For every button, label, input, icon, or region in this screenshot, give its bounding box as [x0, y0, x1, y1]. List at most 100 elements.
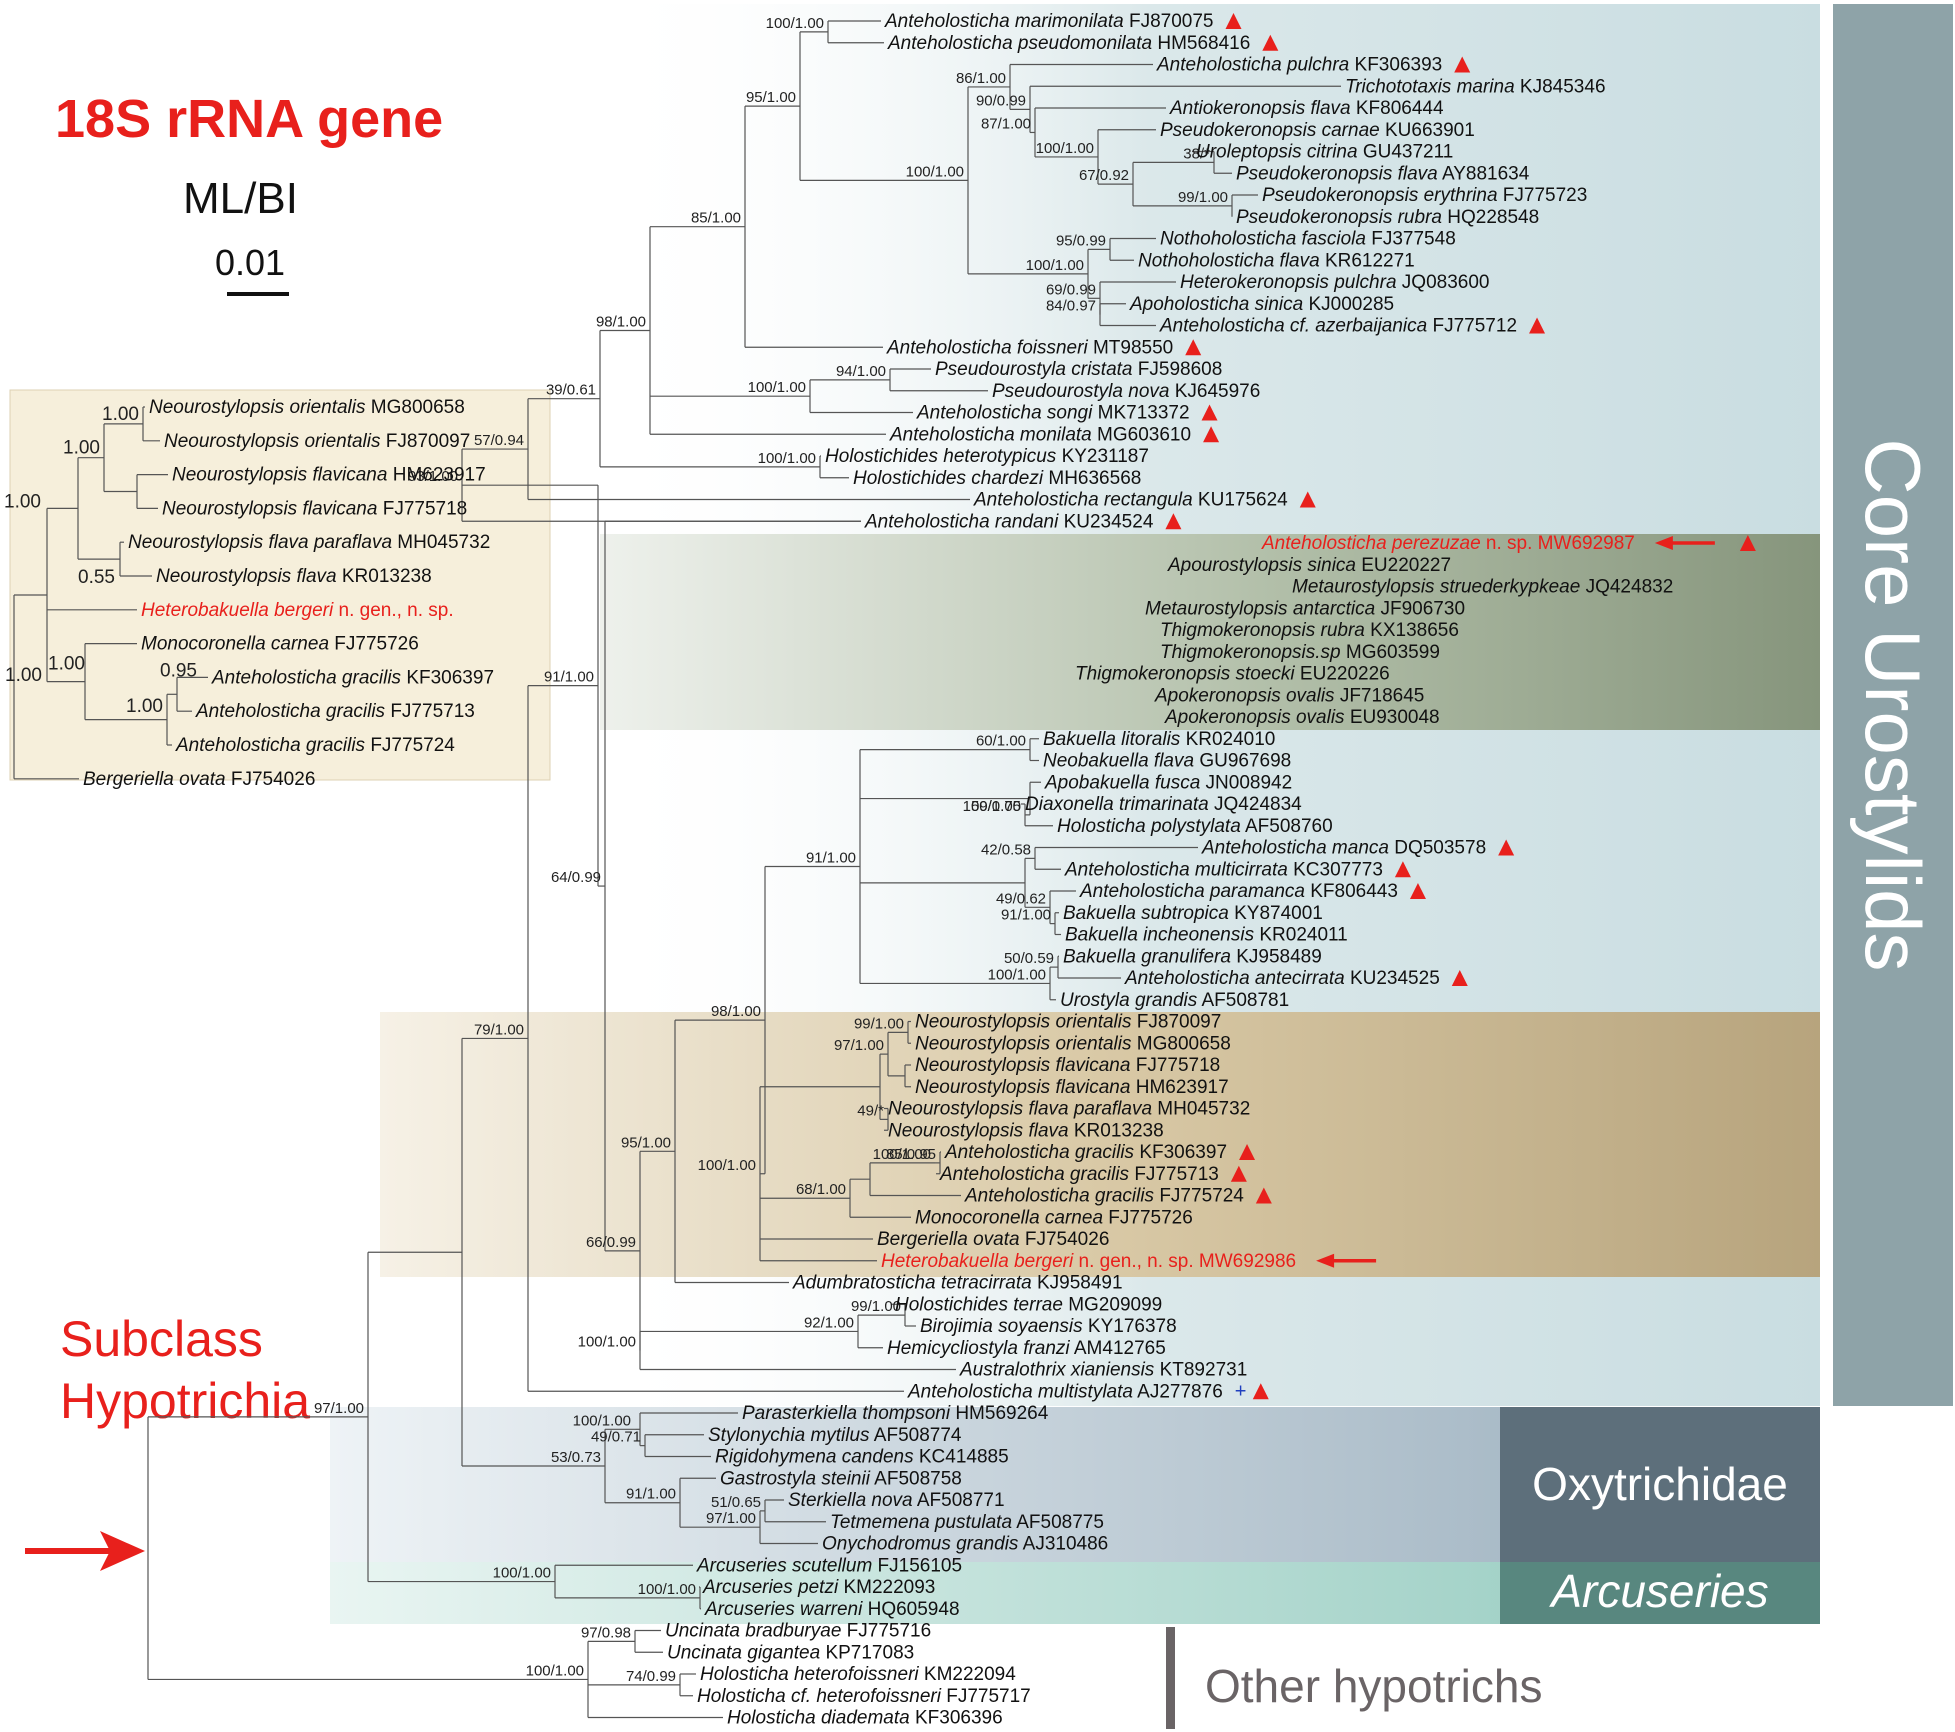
triangle-marker	[1185, 339, 1202, 356]
taxon-label: Apourostylopsis sinica EU220227	[1167, 555, 1451, 576]
taxon-label: Apokeronopsis ovalis JF718645	[1154, 685, 1424, 706]
support-value: 97/1.00	[834, 1037, 884, 1054]
support-value: 86/1.00	[956, 70, 1006, 87]
triangle-marker	[1529, 317, 1546, 334]
inset-taxon-label: Neourostylopsis orientalis MG800658	[149, 397, 465, 418]
green-clade-shading	[600, 534, 1820, 730]
taxon-label: Hemicycliostyla franzi AM412765	[887, 1338, 1166, 1359]
triangle-marker	[1255, 1187, 1272, 1204]
support-value: 100/1.00	[493, 1565, 551, 1582]
core-urostylids-label: Core Urostylids	[1849, 438, 1937, 971]
support-value: 91/1.00	[1001, 907, 1051, 924]
new-taxon-arrowhead	[1654, 536, 1673, 550]
figure-title: 18S rRNA gene	[55, 89, 443, 149]
taxon-label: Uncinata gigantea KP717083	[667, 1642, 914, 1663]
method-label: ML/BI	[183, 174, 298, 223]
taxon-label: Anteholosticha pseudomonilata HM568416	[887, 33, 1250, 54]
taxon-label: Diaxonella trimarinata JQ424834	[1025, 794, 1302, 815]
taxon-label: Neourostylopsis flava paraflava MH045732	[888, 1099, 1250, 1120]
tree-branches	[147, 20, 1341, 1719]
taxon-label: Australothrix xianiensis KT892731	[959, 1360, 1247, 1381]
inset-panel	[9, 389, 551, 781]
support-value: 95/1.00	[621, 1134, 671, 1151]
taxon-label: Nothoholosticha fasciola FJ377548	[1160, 229, 1456, 250]
inset-taxon-label: Neourostylopsis orientalis FJ870097	[164, 431, 470, 452]
support-value: 100/1.00	[578, 1333, 636, 1350]
taxon-label: Holosticha diademata KF306396	[727, 1708, 1003, 1729]
support-value: 97/1.00	[706, 1510, 756, 1527]
taxon-label: Anteholosticha cf. azerbaijanica FJ77571…	[1159, 316, 1517, 337]
inset-taxon-label: Neourostylopsis flava paraflava MH045732	[128, 532, 490, 553]
taxon-label: Apokeronopsis ovalis EU930048	[1164, 707, 1440, 728]
taxon-label: Apoholosticha sinica KJ000285	[1129, 294, 1394, 315]
taxon-label: Holosticha cf. heterofoissneri FJ775717	[697, 1686, 1031, 1707]
taxon-label: Anteholosticha manca DQ503578	[1201, 838, 1486, 859]
support-value: 100/1.00	[748, 379, 806, 396]
taxon-label: Neourostylopsis flavicana HM623917	[915, 1077, 1229, 1098]
core-urostylids-bar	[1833, 4, 1953, 1406]
taxon-label: Stylonychia mytilus AF508774	[708, 1425, 962, 1446]
support-value: 85/1.00	[691, 210, 741, 227]
triangle-marker	[1201, 404, 1218, 421]
support-value: 87/1.00	[981, 115, 1031, 132]
support-value: 100/1.00	[573, 1412, 631, 1429]
support-value: 74/0.99	[626, 1668, 676, 1685]
taxon-label: Heterokeronopsis pulchra JQ083600	[1180, 272, 1489, 293]
taxon-label: Neourostylopsis flava KR013238	[888, 1120, 1164, 1141]
taxon-label: Sterkiella nova AF508771	[788, 1490, 1005, 1511]
taxon-label: Onychodromus grandis AJ310486	[822, 1534, 1108, 1555]
taxon-label: Anteholosticha marimonilata FJ870075	[884, 11, 1213, 32]
taxon-label: Anteholosticha pulchra KF306393	[1156, 55, 1442, 76]
taxon-label: Bakuella litoralis KR024010	[1043, 729, 1275, 750]
taxon-label: Metaurostylopsis antarctica JF906730	[1145, 598, 1465, 619]
triangle-marker	[1239, 1144, 1256, 1160]
inset-taxon-label: Neourostylopsis flavicana HM623917	[172, 465, 486, 486]
taxon-label: Anteholosticha songi MK713372	[916, 403, 1190, 424]
taxon-label: Anteholosticha monilata MG603610	[889, 424, 1191, 445]
support-value: 85/0.95	[886, 1146, 936, 1163]
taxon-label: Pseudourostyla cristata FJ598608	[935, 359, 1222, 380]
support-value: 100/1.00	[766, 15, 824, 32]
support-value: 92/1.00	[804, 1314, 854, 1331]
taxon-label: Nothoholosticha flava KR612271	[1138, 250, 1415, 271]
taxon-label: Arcuseries scutellum FJ156105	[696, 1555, 962, 1576]
inset-tree: Neourostylopsis orientalis MG800658Neour…	[4, 397, 494, 790]
taxon-label: Anteholosticha paramanca KF806443	[1079, 881, 1398, 902]
inset-taxon-label: Neourostylopsis flavicana FJ775718	[162, 498, 467, 519]
triangle-marker	[1498, 839, 1515, 856]
taxon-label: Gastrostyla steinii AF508758	[720, 1468, 962, 1489]
other-hypotrichs-bar	[1166, 1627, 1175, 1729]
taxon-label: Anteholosticha perezuzae n. sp. MW692987	[1261, 533, 1635, 554]
taxon-label: Holosticha heterofoissneri KM222094	[700, 1664, 1016, 1685]
support-value: 100/1.00	[638, 1581, 696, 1598]
taxon-label: Uncinata bradburyae FJ775716	[665, 1621, 931, 1642]
triangle-marker	[1409, 883, 1426, 899]
support-value: 67/0.92	[1079, 167, 1129, 184]
taxon-label: Antiokeronopsis flava KF806444	[1169, 98, 1444, 119]
taxon-label: Thigmokeronopsis rubra KX138656	[1160, 620, 1459, 641]
taxon-label: Anteholosticha randani KU234524	[864, 511, 1154, 532]
taxon-label: Anteholosticha multicirrata KC307773	[1064, 859, 1383, 880]
tree-labels: 100/1.0038/*99/1.0067/0.92100/1.0087/1.0…	[314, 11, 1756, 1729]
brown-clade-shading	[380, 1012, 1820, 1277]
support-value: 49/0.71	[591, 1429, 641, 1446]
support-value: 100/1.00	[1036, 140, 1094, 157]
support-value: 100/1.00	[758, 450, 816, 467]
support-value: 53/0.73	[551, 1449, 601, 1466]
taxon-label: Pseudokeronopsis erythrina FJ775723	[1262, 185, 1587, 206]
triangle-marker	[1299, 491, 1316, 508]
arcuseries-label: Arcuseries	[1548, 1565, 1768, 1617]
support-value: 79/1.00	[474, 1021, 524, 1038]
inset-taxon-label: Anteholosticha gracilis FJ775713	[195, 701, 475, 722]
plus-marker: +	[1235, 1380, 1247, 1402]
inset-taxon-label: Heterobakuella bergeri n. gen., n. sp.	[141, 600, 454, 621]
support-value: 100/1.00	[526, 1662, 584, 1679]
taxon-label: Bakuella granulifera KJ958489	[1063, 946, 1322, 967]
taxon-label: Bergeriella ovata FJ754026	[877, 1229, 1109, 1250]
taxon-label: Anteholosticha antecirrata KU234525	[1124, 968, 1440, 989]
inset-support-value: 1.00	[5, 665, 42, 686]
taxon-label: Neobakuella flava GU967698	[1043, 751, 1291, 772]
taxon-label: Apobakuella fusca JN008942	[1044, 772, 1292, 793]
support-value: 91/1.00	[544, 669, 594, 686]
support-value: 100/1.00	[698, 1157, 756, 1174]
